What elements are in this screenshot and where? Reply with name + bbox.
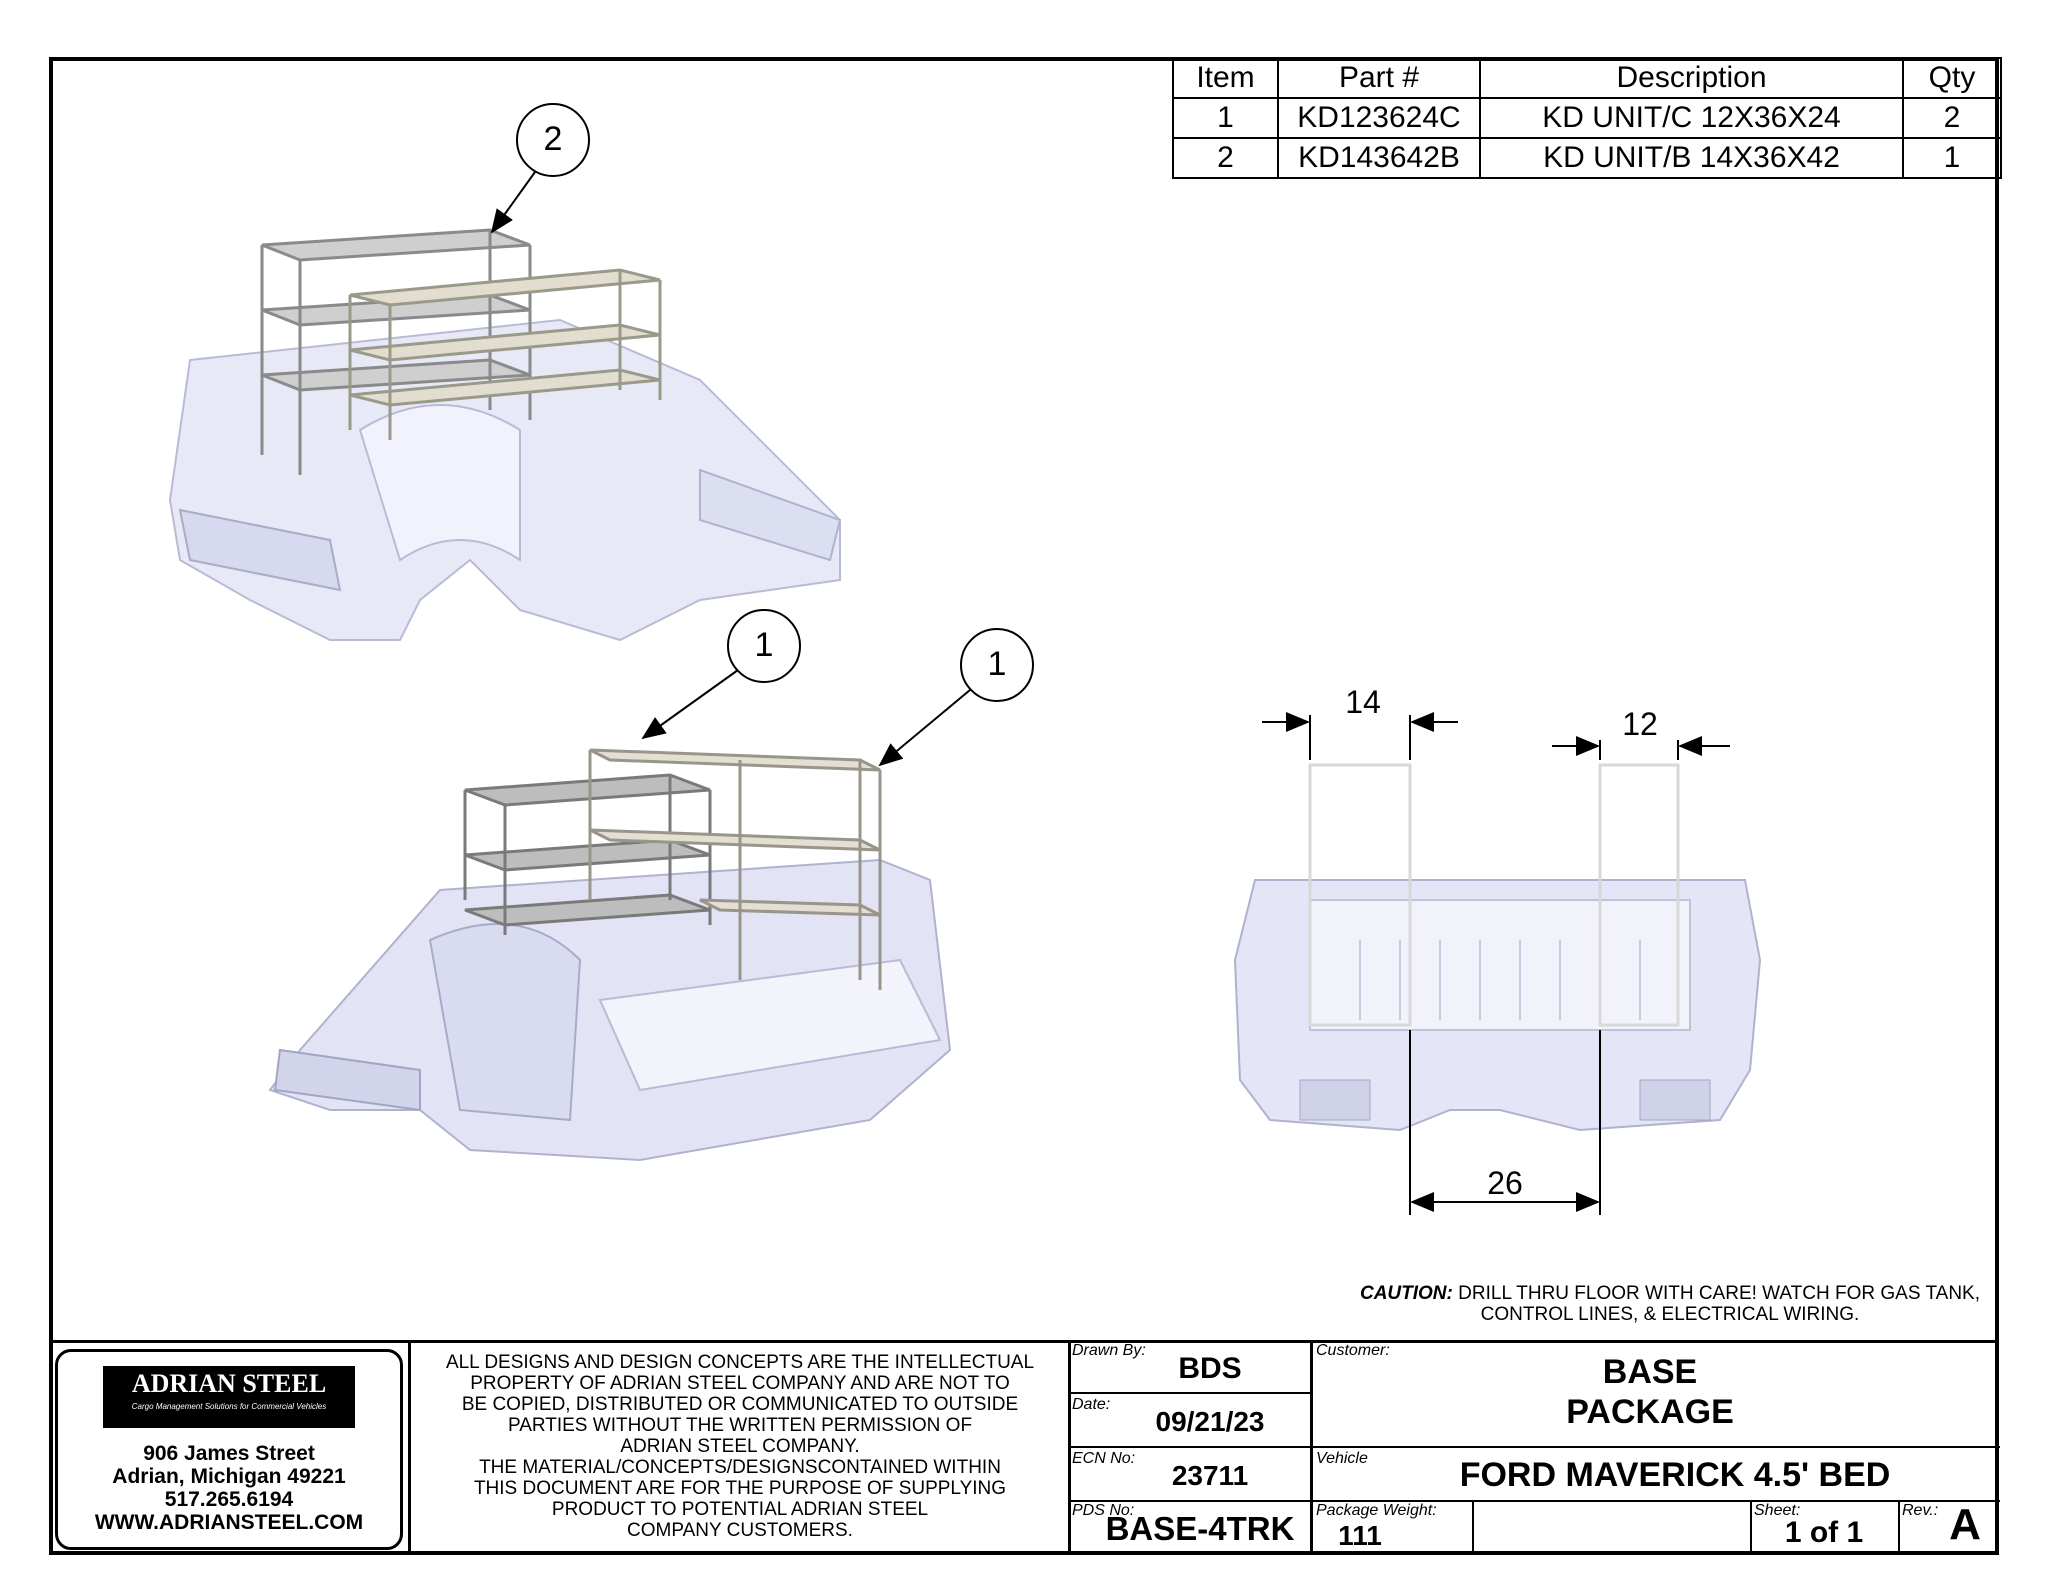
sheet-label: Sheet: [1754,1502,1801,1519]
divider [1750,1500,1752,1555]
upper-iso-view [168,228,842,642]
customer-line-1: BASE [1602,1353,1698,1391]
lower-iso-view [268,748,952,1162]
divider [1068,1500,2000,1502]
logo-tagline: Cargo Management Solutions for Commercia… [131,1402,327,1411]
logo-text: ADRIAN STEEL [131,1369,327,1398]
pds-label: PDS No: [1072,1502,1135,1519]
balloon-1-left [641,609,801,740]
notice-line: PROPERTY OF ADRIAN STEEL COMPANY AND ARE… [470,1373,1010,1394]
phone: 517.265.6194 [164,1488,294,1511]
title-block-top-line [49,1340,1999,1343]
shelf-unit-right [588,748,882,990]
table-row: 2 KD143642B KD UNIT/B 14X36X42 1 [1172,137,2002,179]
drawn-by-value: BDS [1178,1352,1242,1385]
table-row: 1 KD123624C KD UNIT/C 12X36X24 2 [1172,97,2002,139]
balloon-1-right [878,628,1034,767]
rev-value: A [1949,1500,1981,1549]
notice-line: COMPANY CUSTOMERS. [627,1520,853,1541]
shelf-unit-2 [260,228,532,475]
bill-of-materials-table: Item Part # Description Qty 1 KD123624C … [1172,57,2002,179]
ecn-value: 23711 [1171,1460,1249,1491]
bom-cell: 2 [1902,97,2002,139]
caution-label: CAUTION: [1359,1283,1453,1304]
bom-header-description: Description [1479,57,1904,99]
customer-line-2: PACKAGE [1566,1393,1734,1431]
notice-line: PARTIES WITHOUT THE WRITTEN PERMISSION O… [507,1415,973,1436]
balloon-2 [490,103,590,234]
bom-cell: KD UNIT/C 12X36X24 [1479,97,1904,139]
bom-cell: KD143642B [1277,137,1481,179]
dimension-12 [1552,736,1730,760]
company-address: 906 James Street Adrian, Michigan 49221 … [58,1442,400,1534]
date-value: 09/21/23 [1155,1406,1265,1437]
shelf-unit-left [463,773,712,935]
divider [1472,1500,1474,1555]
company-info-box: ADRIAN STEEL Cargo Management Solutions … [55,1349,403,1550]
drawn-by-label: Drawn By: [1072,1342,1146,1359]
adrian-steel-logo: ADRIAN STEEL Cargo Management Solutions … [103,1366,355,1428]
bom-cell: 1 [1172,97,1279,139]
rev-label: Rev.: [1902,1502,1939,1519]
bom-header-item: Item [1172,57,1279,99]
customer-label: Customer: [1316,1342,1390,1359]
divider [1068,1392,1313,1394]
caution-text: DRILL THRU FLOOR WITH CARE! WATCH FOR GA… [1458,1283,1980,1325]
divider [408,1340,411,1555]
bom-header-part: Part # [1277,57,1481,99]
vehicle-label: Vehicle [1316,1450,1368,1467]
dimension-14 [1262,712,1458,760]
dimension-26 [1409,1030,1601,1215]
address-line-2: Adrian, Michigan 49221 [112,1465,346,1488]
caution-note: CAUTION: DRILL THRU FLOOR WITH CARE! WAT… [1340,1283,2000,1325]
bom-header-qty: Qty [1902,57,2002,99]
customer-value: BASE PACKAGE [1500,1352,1800,1432]
bom-cell: KD123624C [1277,97,1481,139]
notice-line: ADRIAN STEEL COMPANY. [620,1436,860,1457]
bom-cell: 1 [1902,137,2002,179]
dimension-12-label: 12 [1622,706,1658,742]
pds-value: BASE-4TRK [1105,1510,1295,1547]
balloon-1-right-label: 1 [987,645,1007,683]
balloon-2-label: 2 [543,120,563,158]
bom-header-row: Item Part # Description Qty [1172,57,2002,99]
divider [1068,1446,2000,1448]
notice-line: PRODUCT TO POTENTIAL ADRIAN STEEL [551,1499,929,1520]
drawing-border [49,57,1999,1555]
ecn-label: ECN No: [1072,1450,1136,1467]
divider [1898,1500,1900,1555]
balloon-1-left-label: 1 [754,626,774,664]
notice-line: BE COPIED, DISTRIBUTED OR COMMUNICATED T… [461,1394,1019,1415]
dimension-14-label: 14 [1345,684,1381,720]
address-line-1: 906 James Street [143,1442,315,1465]
rear-view [1233,763,1762,1132]
date-label: Date: [1072,1396,1111,1413]
notice-line: THIS DOCUMENT ARE FOR THE PURPOSE OF SUP… [473,1478,1007,1499]
website: WWW.ADRIANSTEEL.COM [94,1511,364,1534]
sheet-value: 1 of 1 [1784,1516,1864,1549]
bom-cell: 2 [1172,137,1279,179]
notice-line: THE MATERIAL/CONCEPTS/DESIGNSCONTAINED W… [479,1457,1001,1478]
bom-cell: KD UNIT/B 14X36X42 [1479,137,1904,179]
shelf-unit-1 [348,268,662,440]
notice-line: ALL DESIGNS AND DESIGN CONCEPTS ARE THE … [445,1352,1035,1373]
vehicle-value: FORD MAVERICK 4.5' BED [1459,1456,1891,1494]
dimension-26-label: 26 [1487,1165,1523,1201]
package-weight-value: 111 [1338,1520,1382,1551]
proprietary-notice: ALL DESIGNS AND DESIGN CONCEPTS ARE THE … [415,1352,1065,1541]
package-weight-label: Package Weight: [1316,1502,1437,1519]
